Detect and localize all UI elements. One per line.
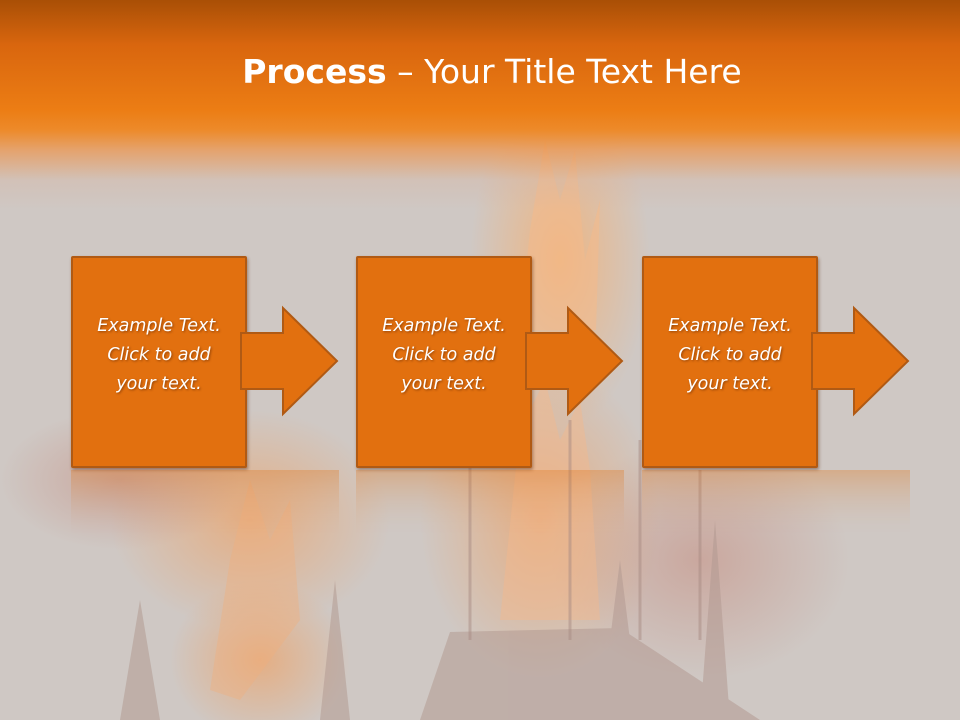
process-step-3: Example Text. Click to add your text.: [642, 256, 910, 468]
arrow-right-icon: [811, 305, 910, 417]
step-box-1[interactable]: Example Text. Click to add your text.: [71, 256, 247, 468]
step-box-3[interactable]: Example Text. Click to add your text.: [642, 256, 818, 468]
title-rest: – Your Title Text Here: [386, 52, 742, 91]
step-box-2[interactable]: Example Text. Click to add your text.: [356, 256, 532, 468]
step-reflection-3: [642, 470, 910, 540]
title-bold: Process: [242, 52, 387, 91]
step-text-2[interactable]: Example Text. Click to add your text.: [382, 316, 506, 394]
arrow-right-icon: [525, 305, 624, 417]
arrow-right-icon: [240, 305, 339, 417]
slide-title[interactable]: Process – Your Title Text Here: [0, 52, 960, 91]
process-step-1: Example Text. Click to add your text.: [71, 256, 339, 468]
header-band: [0, 0, 960, 210]
step-reflection-2: [356, 470, 624, 540]
step-text-3[interactable]: Example Text. Click to add your text.: [668, 316, 792, 394]
step-text-1[interactable]: Example Text. Click to add your text.: [97, 316, 221, 394]
step-reflection-1: [71, 470, 339, 540]
process-step-2: Example Text. Click to add your text.: [356, 256, 624, 468]
